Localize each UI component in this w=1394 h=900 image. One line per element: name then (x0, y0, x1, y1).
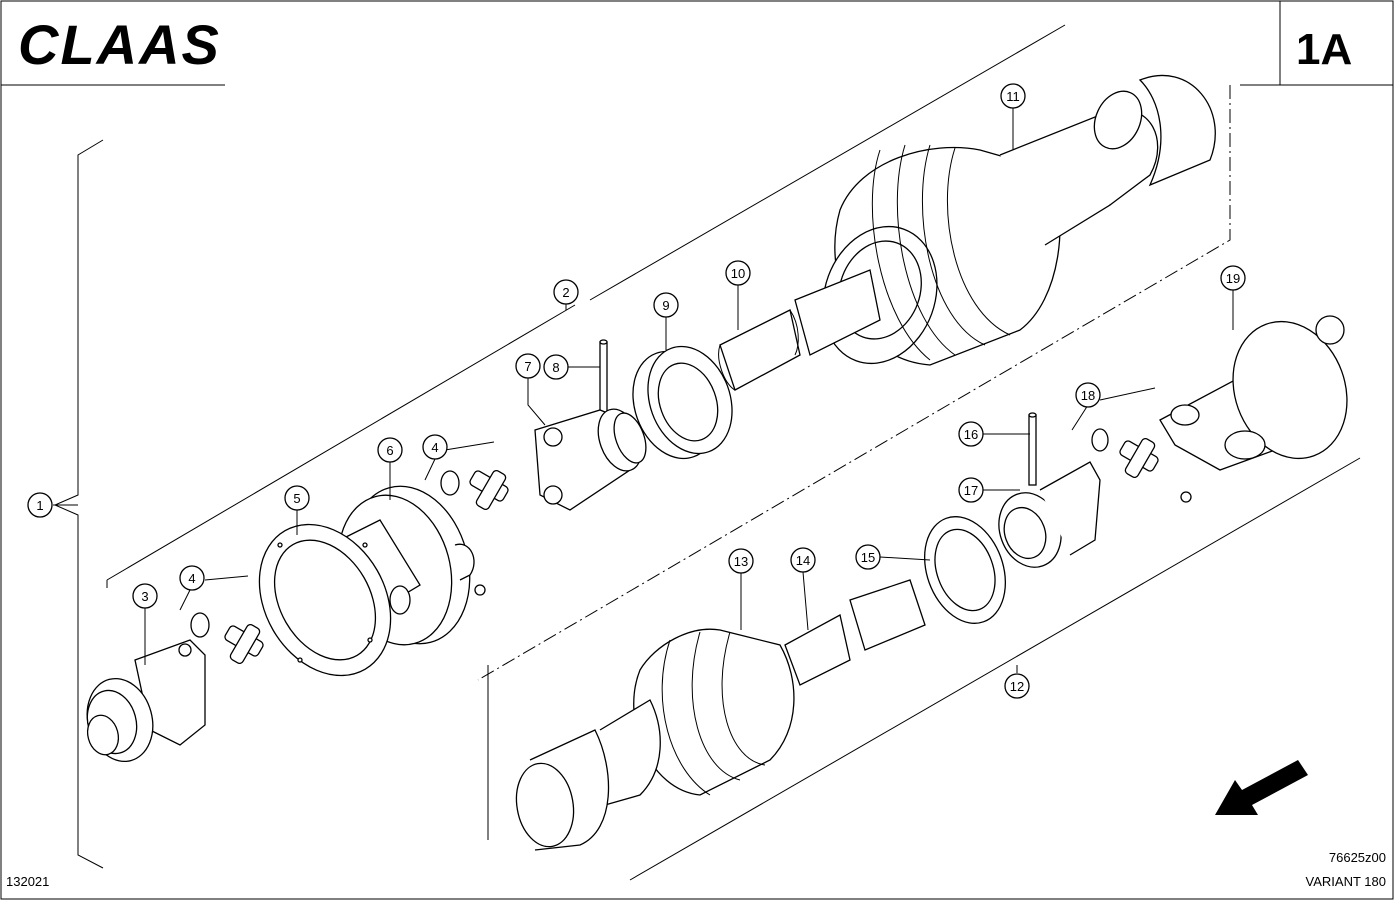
direction-arrow-icon (1215, 760, 1308, 815)
drawing-number: 76625z00 (1329, 850, 1386, 865)
callout-1: 1 (27, 492, 53, 518)
leader-lines (53, 108, 1234, 673)
svg-text:18: 18 (1081, 388, 1095, 403)
part-16-pin (1028, 412, 1037, 486)
svg-text:12: 12 (1010, 679, 1024, 694)
svg-text:14: 14 (796, 553, 810, 568)
callout-3: 3 (132, 583, 158, 609)
svg-text:8: 8 (552, 360, 559, 375)
part-5-flange-plate (258, 523, 392, 677)
callout-4-upper: 4 (422, 434, 448, 460)
svg-text:19: 19 (1226, 271, 1240, 286)
boundary-assembly-2-dashed (477, 85, 1231, 681)
model-name: VARIANT 180 (1306, 874, 1386, 889)
part-9-bearing-ring (632, 345, 733, 460)
part-18-circlip-cross (1091, 428, 1192, 503)
svg-text:13: 13 (734, 554, 748, 569)
svg-text:15: 15 (861, 550, 875, 565)
svg-text:16: 16 (964, 427, 978, 442)
callout-11: 11 (1000, 83, 1026, 109)
part-8-pin (599, 339, 608, 418)
callout-4-lower: 4 (179, 565, 205, 591)
callout-19: 19 (1220, 265, 1246, 291)
callout-14: 14 (790, 547, 816, 573)
bracket-assembly-1 (53, 139, 104, 869)
part-4-upper-circlip-cross (440, 469, 509, 596)
part-7-yoke (534, 408, 647, 511)
svg-text:11: 11 (1006, 89, 1020, 104)
svg-text:3: 3 (141, 589, 148, 604)
part-14-profile-tube (784, 579, 926, 686)
callout-13: 13 (728, 548, 754, 574)
part-13-lower-guard (515, 628, 795, 851)
part-10-profile-tube (718, 269, 881, 391)
callout-16: 16 (958, 421, 984, 447)
callout-8: 8 (543, 354, 569, 380)
callout-18: 18 (1075, 382, 1101, 408)
callout-5: 5 (284, 485, 310, 511)
part-3-splined-yoke (86, 639, 206, 763)
part-11-guard (822, 74, 1216, 366)
callout-7: 7 (515, 353, 541, 379)
svg-text:6: 6 (386, 443, 393, 458)
svg-text:2: 2 (562, 285, 569, 300)
svg-text:10: 10 (731, 266, 745, 281)
svg-text:1: 1 (36, 498, 43, 513)
footer-left-code: 132021 (6, 874, 49, 889)
boundary-assembly-2 (106, 24, 1066, 588)
boundary-assembly-12 (487, 457, 1361, 881)
part-19-clutch-yoke (1159, 315, 1348, 471)
svg-text:4: 4 (431, 440, 438, 455)
page-code: 1A (1296, 25, 1352, 74)
part-17-hub-yoke (998, 461, 1101, 568)
callout-10: 10 (725, 260, 751, 286)
callout-12: 12 (1004, 673, 1030, 699)
svg-text:5: 5 (293, 491, 300, 506)
part-4-lower-circlip-cross (190, 612, 264, 665)
callout-17: 17 (958, 477, 984, 503)
part-15-flange-ring (923, 516, 1007, 624)
callout-15: 15 (855, 544, 881, 570)
svg-text:9: 9 (662, 298, 669, 313)
svg-text:4: 4 (188, 571, 195, 586)
callout-2: 2 (553, 279, 579, 305)
svg-text:17: 17 (964, 483, 978, 498)
callout-9: 9 (653, 292, 679, 318)
callout-6: 6 (377, 437, 403, 463)
brand-logo: CLAAS (18, 13, 221, 76)
svg-text:7: 7 (524, 359, 531, 374)
